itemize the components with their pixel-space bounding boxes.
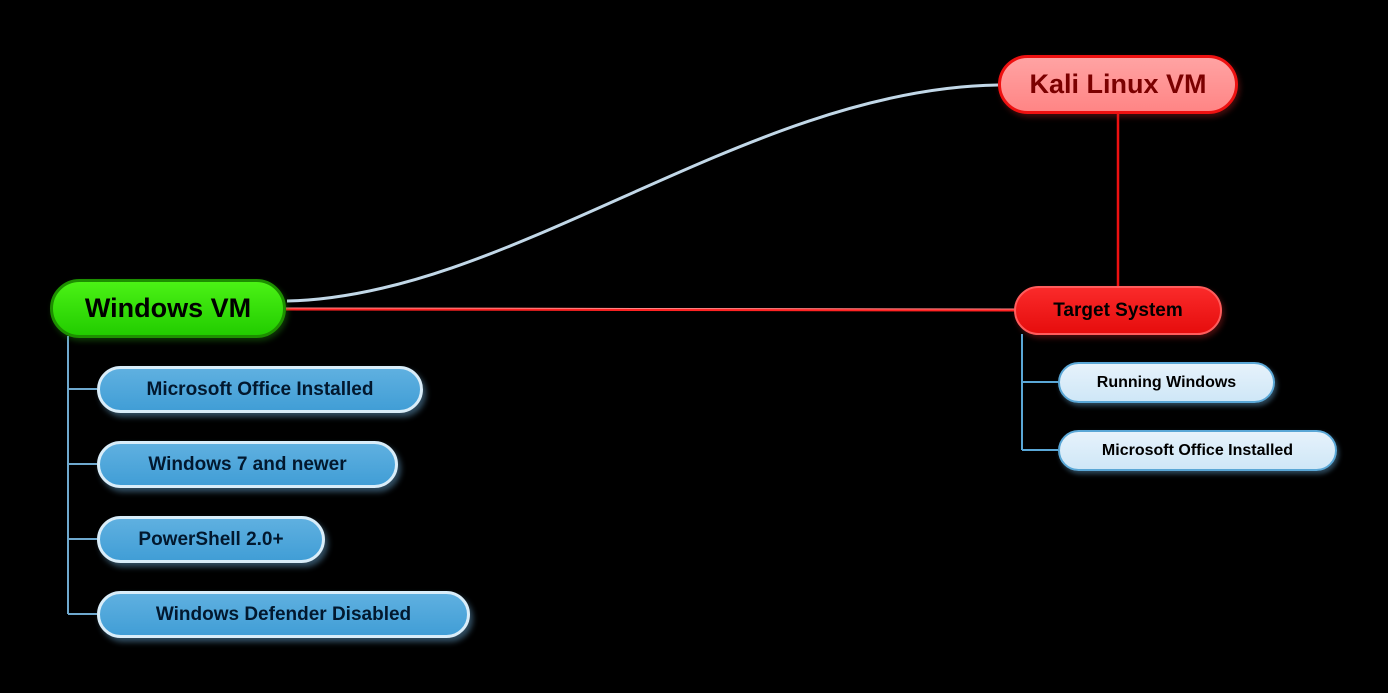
edge-windows-to-target xyxy=(285,307,1016,312)
node-kali-linux-vm-label: Kali Linux VM xyxy=(1029,69,1207,99)
node-windows-vm[interactable]: Windows VM xyxy=(50,279,286,338)
node-running-windows[interactable]: Running Windows xyxy=(1058,362,1275,403)
node-powershell-2-0-plus[interactable]: PowerShell 2.0+ xyxy=(97,516,325,563)
node-target-microsoft-office-installed-label: Microsoft Office Installed xyxy=(1101,441,1294,459)
node-target-system-label: Target System xyxy=(1053,299,1183,321)
node-windows-7-and-newer[interactable]: Windows 7 and newer xyxy=(97,441,398,488)
edge-windows-to-target-highlight xyxy=(285,307,1016,310)
node-windows-defender-disabled-label: Windows Defender Disabled xyxy=(155,603,412,625)
node-microsoft-office-installed[interactable]: Microsoft Office Installed xyxy=(97,366,423,413)
node-microsoft-office-installed-label: Microsoft Office Installed xyxy=(146,378,374,400)
node-target-microsoft-office-installed[interactable]: Microsoft Office Installed xyxy=(1058,430,1337,471)
node-running-windows-label: Running Windows xyxy=(1096,373,1237,391)
node-powershell-2-0-plus-label: PowerShell 2.0+ xyxy=(138,528,284,550)
node-windows-7-and-newer-label: Windows 7 and newer xyxy=(148,453,347,475)
node-target-system[interactable]: Target System xyxy=(1014,286,1222,335)
node-windows-vm-label: Windows VM xyxy=(84,293,252,323)
node-kali-linux-vm[interactable]: Kali Linux VM xyxy=(998,55,1238,114)
edge-windows-to-kali xyxy=(286,83,999,303)
node-windows-defender-disabled[interactable]: Windows Defender Disabled xyxy=(97,591,470,638)
